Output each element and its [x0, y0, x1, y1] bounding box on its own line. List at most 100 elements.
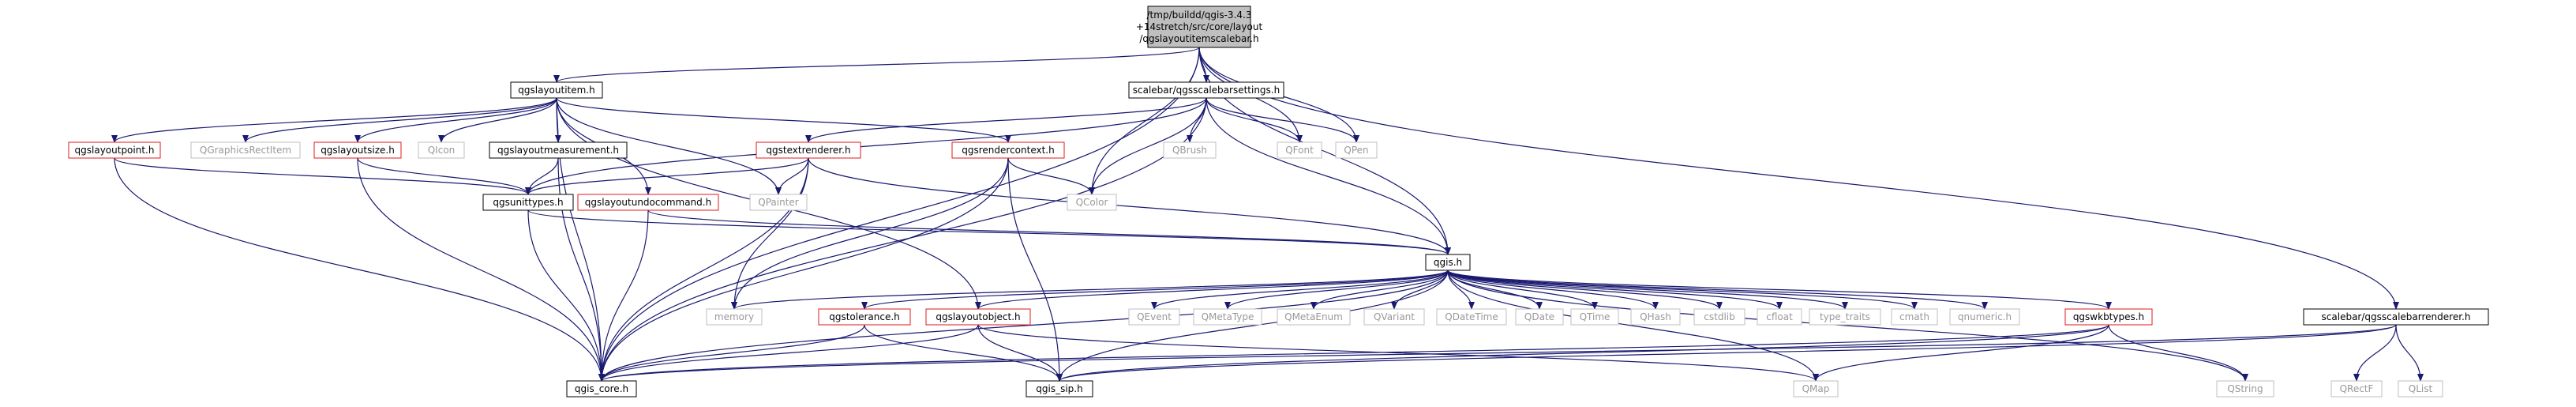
node-box-qgslayoutobject [925, 308, 1031, 326]
node-label-qgslayoutitem: qgslayoutitem.h [518, 85, 594, 96]
node-label-qhash: QHash [1640, 311, 1671, 322]
node-qgis_core[interactable]: qgis_core.h [566, 380, 637, 398]
node-qdatetime[interactable]: QDateTime [1436, 308, 1507, 326]
node-box-qmap [1793, 380, 1839, 398]
node-box-scalebarrenderer [2303, 308, 2489, 326]
node-box-qgis_sip [1026, 380, 1093, 398]
node-label-type_traits: type_traits [1820, 311, 1870, 322]
node-label-qgslayoutundocommand: qgslayoutundocommand.h [585, 197, 711, 208]
edge-qgis-to-qtime [1447, 269, 1598, 310]
node-label-qmetaenum: QMetaEnum [1284, 311, 1343, 322]
edge-qgis-to-qnumeric [1447, 269, 1988, 310]
node-box-qpainter [749, 194, 808, 211]
edge-qgslayoutitem-to-qicon [438, 97, 557, 143]
node-qgsunittypes[interactable]: qgsunittypes.h [482, 194, 574, 211]
node-qpainter[interactable]: QPainter [749, 194, 808, 211]
node-scalebarrenderer[interactable]: scalebar/qgsscalebarrenderer.h [2303, 308, 2489, 326]
node-qfont[interactable]: QFont [1277, 141, 1322, 159]
node-box-qgstolerance [818, 308, 911, 326]
edge-qgswkbtypes-to-qgis_sip [1056, 324, 2109, 382]
node-box-qgsunittypes [482, 194, 574, 211]
node-qmap[interactable]: QMap [1793, 380, 1839, 398]
node-box-scalebarsettings [1128, 81, 1284, 99]
node-scalebarsettings[interactable]: scalebar/qgsscalebarsettings.h [1128, 81, 1284, 99]
node-label-qgraphicsrectitem: QGraphicsRectItem [200, 145, 291, 156]
node-qgslayoutpoint[interactable]: qgslayoutpoint.h [68, 141, 161, 159]
node-qpen[interactable]: QPen [1335, 141, 1378, 159]
edge-qgis-to-cfloat [1447, 269, 1783, 310]
node-qgslayoutsize[interactable]: qgslayoutsize.h [313, 141, 402, 159]
edge-root-to-qgis_core [598, 47, 1200, 382]
node-qbrush[interactable]: QBrush [1163, 141, 1217, 159]
node-qdate[interactable]: QDate [1515, 308, 1564, 326]
node-cstdlib[interactable]: cstdlib [1693, 308, 1745, 326]
edge-qgstextrenderer-to-memory [731, 157, 809, 310]
node-label-cmath: cmath [1899, 311, 1929, 322]
node-qgsrendercontext[interactable]: qgsrendercontext.h [951, 141, 1065, 159]
node-qvariant[interactable]: QVariant [1363, 308, 1425, 326]
node-qgraphicsrectitem[interactable]: QGraphicsRectItem [190, 141, 301, 159]
node-qevent[interactable]: QEvent [1128, 308, 1180, 326]
node-qmetatype[interactable]: QMetaType [1193, 308, 1262, 326]
node-qgslayoutobject[interactable]: qgslayoutobject.h [925, 308, 1031, 326]
node-qhash[interactable]: QHash [1630, 308, 1681, 326]
edge-qgis-to-qmetatype [1224, 269, 1449, 310]
edge-scalebarsettings-to-qfont [1206, 97, 1303, 143]
edge-scalebarsettings-to-qgstextrenderer [805, 97, 1207, 143]
edge-qgslayoutpoint-to-qgis_core [114, 157, 605, 382]
node-type_traits[interactable]: type_traits [1809, 308, 1881, 326]
node-qtime[interactable]: QTime [1570, 308, 1619, 326]
node-label-qmetatype: QMetaType [1202, 311, 1254, 322]
node-label-qgsrendercontext: qgsrendercontext.h [962, 145, 1054, 156]
edge-root-to-qgslayoutitem [553, 47, 1200, 83]
edge-qgsrendercontext-to-memory [731, 157, 1009, 310]
node-qstring[interactable]: QString [2216, 380, 2274, 398]
edge-scalebarsettings-to-qgis_core [598, 97, 1207, 382]
edge-qgsrendercontext-to-qgis_sip [1007, 157, 1063, 382]
node-box-cmath [1891, 308, 1938, 326]
node-root[interactable]: /tmp/buildd/qgis-3.4.3+14stretch/src/cor… [1136, 6, 1263, 48]
edge-qgslayoutitem-to-qgsrendercontext [556, 97, 1011, 143]
edge-qgis-to-qgswkbtypes [1447, 269, 2112, 310]
node-qgslayoutmeasurement[interactable]: qgslayoutmeasurement.h [489, 141, 628, 159]
edge-qgslayoutobject-to-qgis_core [598, 324, 979, 382]
node-qmetaenum[interactable]: QMetaEnum [1277, 308, 1351, 326]
node-qgstolerance[interactable]: qgstolerance.h [818, 308, 911, 326]
edge-qgis-to-qhash [1447, 269, 1659, 310]
node-qgstextrenderer[interactable]: qgstextrenderer.h [756, 141, 861, 159]
edge-qgis-to-qmap [1447, 269, 1819, 382]
node-label-cfloat: cfloat [1766, 311, 1793, 322]
node-box-qicon [418, 141, 465, 159]
node-cmath[interactable]: cmath [1891, 308, 1938, 326]
node-qlist[interactable]: QList [2398, 380, 2443, 398]
node-memory[interactable]: memory [706, 308, 763, 326]
node-box-qgraphicsrectitem [190, 141, 301, 159]
node-qgis_sip[interactable]: qgis_sip.h [1026, 380, 1093, 398]
edge-qgis-to-qmetaenum [1310, 269, 1449, 310]
node-box-qgis_core [566, 380, 637, 398]
node-qgis[interactable]: qgis.h [1425, 254, 1471, 271]
edge-qgis-to-qevent [1151, 269, 1449, 310]
node-label-cstdlib: cstdlib [1704, 311, 1734, 322]
node-cfloat[interactable]: cfloat [1757, 308, 1802, 326]
node-box-qmetaenum [1277, 308, 1351, 326]
node-box-qgstextrenderer [756, 141, 861, 159]
node-qgslayoutundocommand[interactable]: qgslayoutundocommand.h [577, 194, 719, 211]
edge-qgslayoutmeasurement-to-qgis_core [557, 157, 605, 382]
edge-qgslayoutitem-to-qgis_core [556, 97, 605, 382]
edge-qgstextrenderer-to-qgis [808, 157, 1451, 255]
node-box-type_traits [1809, 308, 1881, 326]
edge-qgsunittypes-to-qgis_core [527, 209, 605, 382]
node-label-qmap: QMap [1802, 383, 1830, 394]
node-label-qgis_core: qgis_core.h [575, 383, 628, 394]
edge-scalebarrenderer-to-qgis_sip [1056, 324, 2397, 382]
node-label-qcolor: QColor [1076, 197, 1108, 208]
node-qgswkbtypes[interactable]: qgswkbtypes.h [2064, 308, 2153, 326]
node-qcolor[interactable]: QColor [1067, 194, 1117, 211]
node-qnumeric[interactable]: qnumeric.h [1949, 308, 2020, 326]
node-qrectf[interactable]: QRectF [2330, 380, 2383, 398]
node-qicon[interactable]: QIcon [418, 141, 465, 159]
node-label-qgslayoutobject: qgslayoutobject.h [936, 311, 1020, 322]
node-label-qnumeric: qnumeric.h [1958, 311, 2012, 322]
node-qgslayoutitem[interactable]: qgslayoutitem.h [510, 81, 603, 99]
